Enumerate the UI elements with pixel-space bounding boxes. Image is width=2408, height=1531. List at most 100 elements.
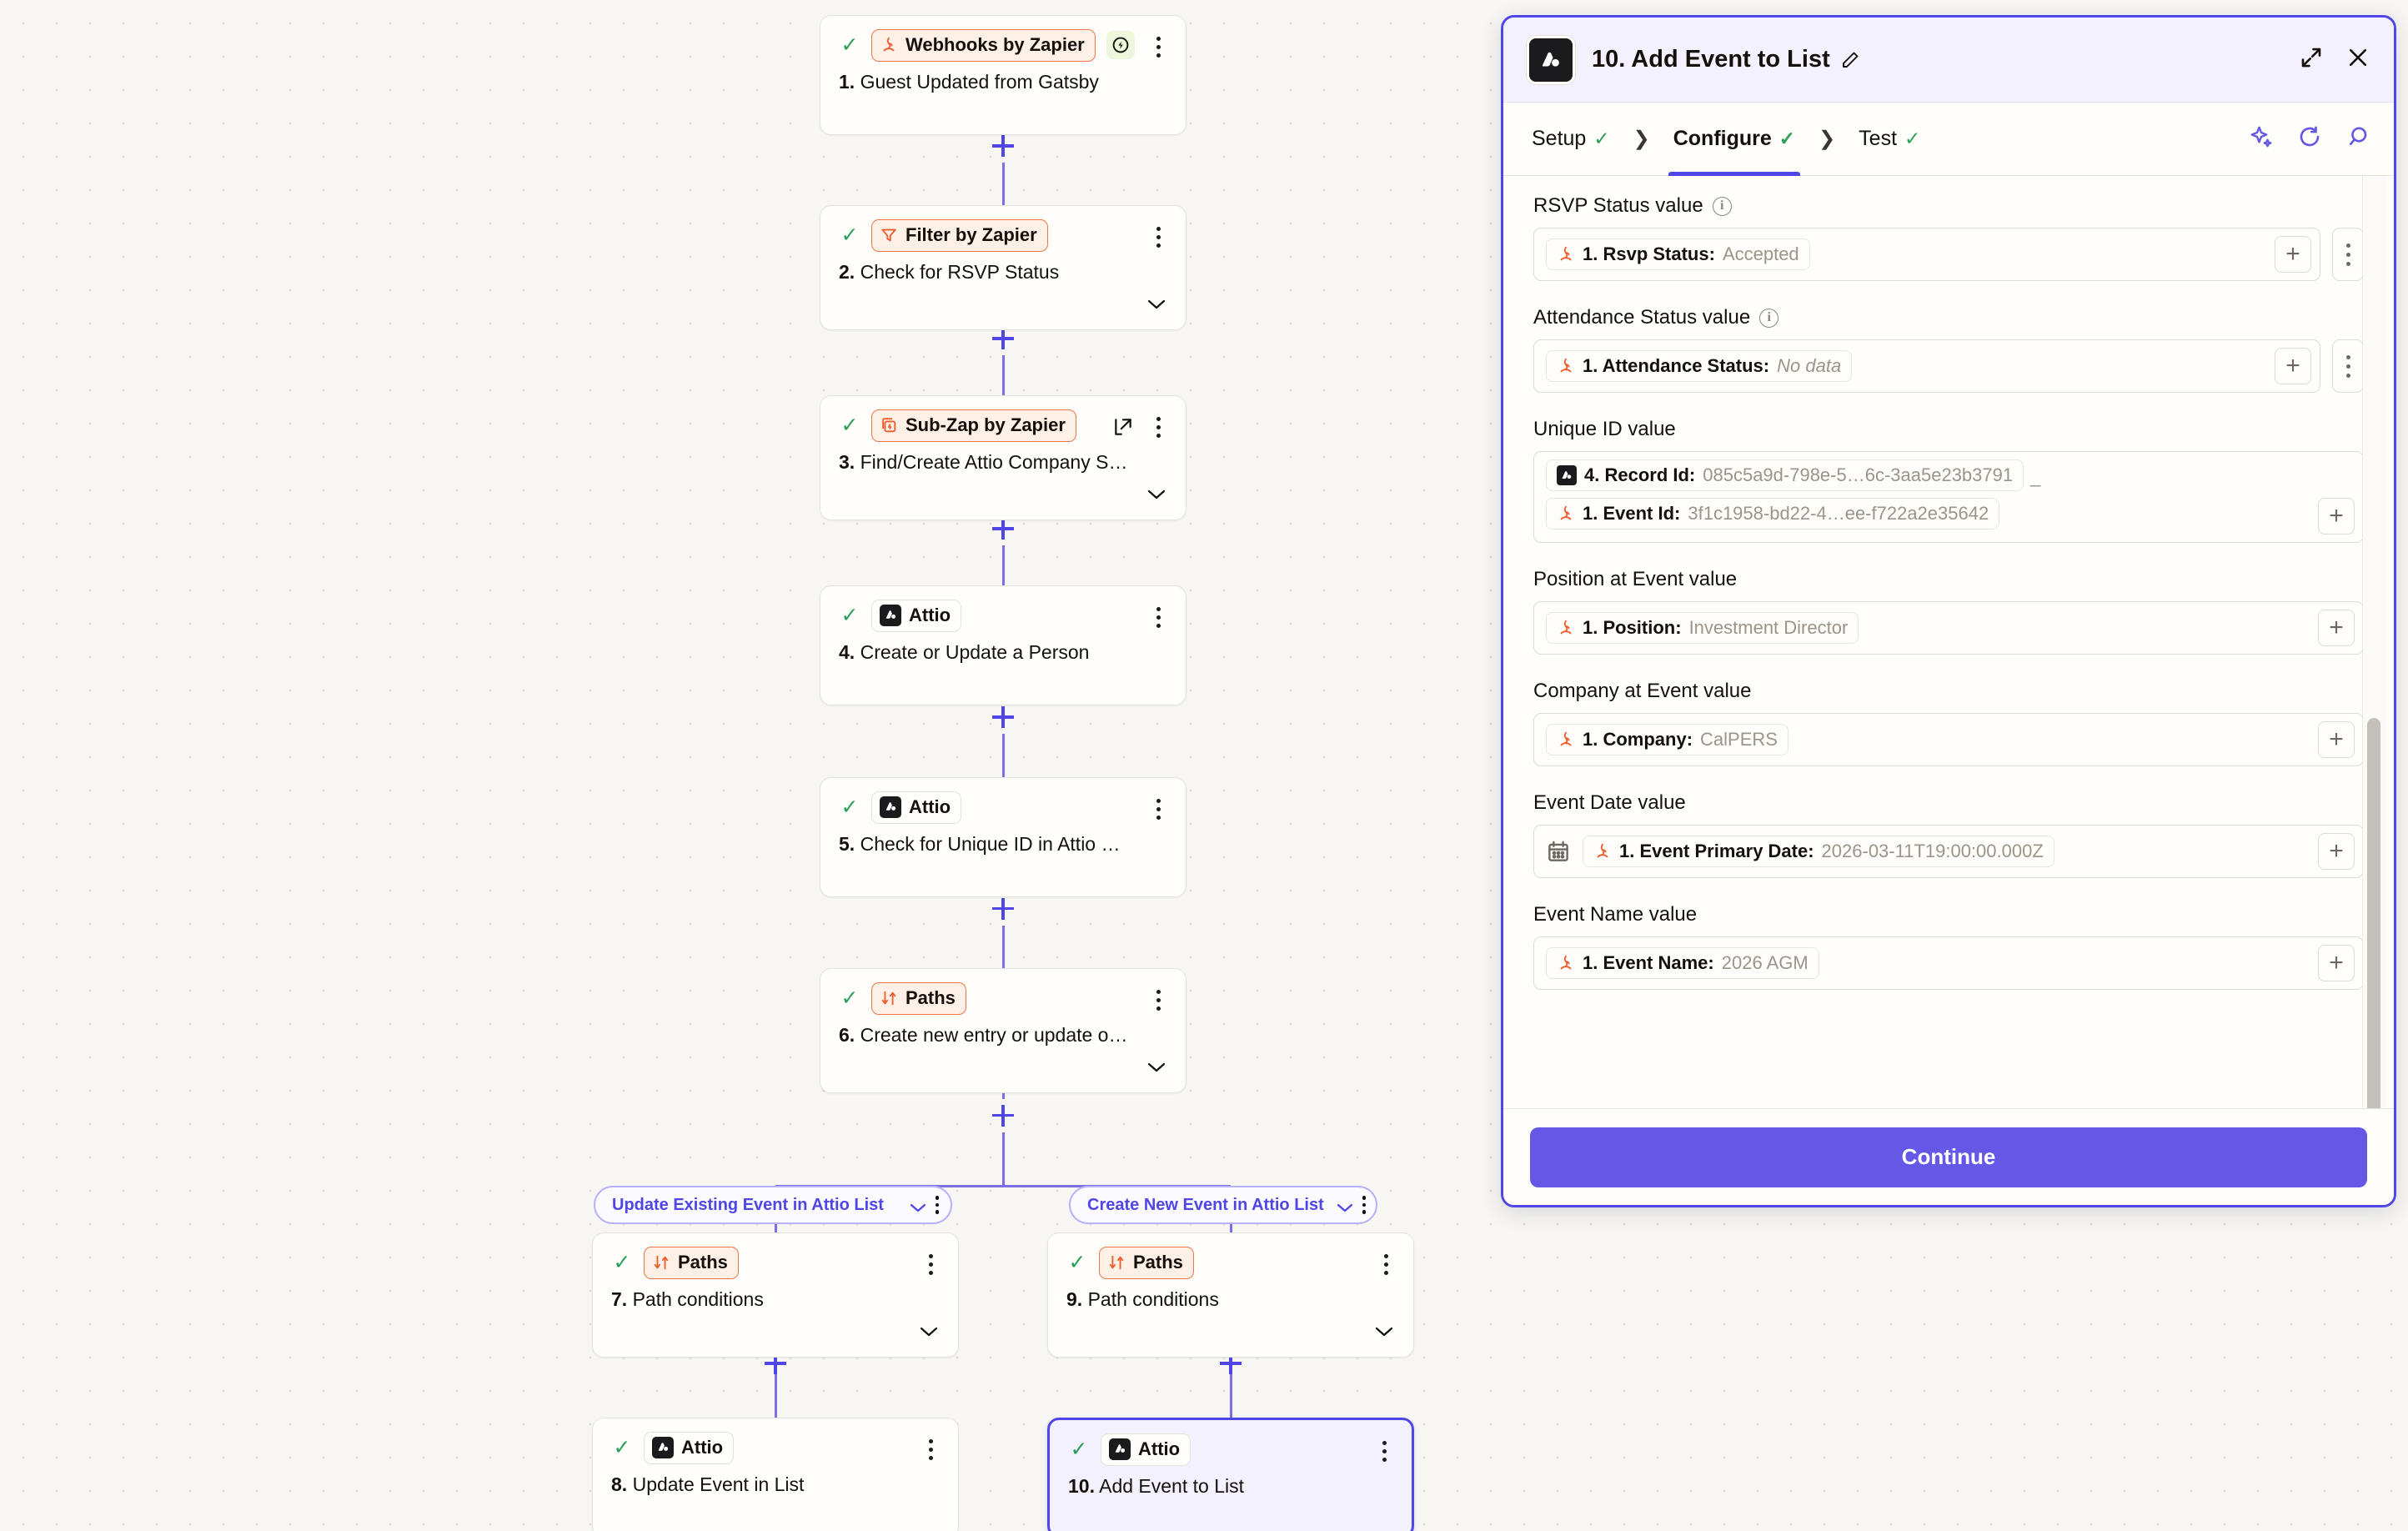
chevron-down-icon[interactable] [909, 1199, 927, 1212]
field-input[interactable]: 1. Rsvp Status:Accepted + [1533, 228, 2320, 281]
add-step-button[interactable] [992, 1104, 1014, 1127]
chevron-down-icon[interactable] [1146, 298, 1167, 311]
path-options-kebab[interactable] [1362, 1196, 1367, 1214]
field-label: Event Date value [1533, 791, 2364, 815]
field-token[interactable]: 4. Record Id: 085c5a9d-798e-5…6c-3aa5e23b… [1546, 459, 2024, 491]
token-joiner: _ [2030, 466, 2041, 487]
add-step-button[interactable] [1220, 1353, 1242, 1374]
node-title: 10. Add Event to List [1068, 1475, 1244, 1497]
field-token[interactable]: 1. Position:Investment Director [1546, 612, 1859, 644]
field-input[interactable]: 1. Attendance Status:No data + [1533, 339, 2320, 393]
node-title: 4. Create or Update a Person [839, 641, 1090, 663]
field-options-kebab[interactable] [2332, 228, 2364, 281]
node-options-kebab[interactable] [1373, 1438, 1395, 1463]
field-token[interactable]: 1. Company:CalPERS [1546, 724, 1788, 755]
field-token[interactable]: 1. Event Id:3f1c1958-bd22-4…ee-f722a2e35… [1546, 498, 2000, 530]
token-value: 085c5a9d-798e-5…6c-3aa5e23b3791 [1703, 464, 2014, 485]
chevron-down-icon[interactable] [1146, 1061, 1167, 1074]
node-options-kebab[interactable] [1147, 987, 1169, 1012]
add-step-button[interactable] [992, 135, 1014, 157]
chevron-down-icon[interactable] [1146, 488, 1167, 501]
node-app-chip[interactable]: Attio [1101, 1433, 1191, 1466]
add-field-value-button[interactable]: + [2275, 348, 2311, 384]
refresh-icon[interactable] [2297, 124, 2322, 153]
node-options-kebab[interactable] [1147, 414, 1169, 439]
node-options-kebab[interactable] [920, 1437, 941, 1462]
close-icon[interactable] [2345, 45, 2370, 74]
node-app-chip[interactable]: Attio [871, 599, 962, 632]
connector-line [1001, 545, 1005, 585]
node-app-chip[interactable]: Paths [1099, 1246, 1194, 1279]
node-options-kebab[interactable] [1147, 34, 1169, 59]
node-options-kebab[interactable] [1375, 1252, 1397, 1277]
ai-sparkle-icon[interactable] [2249, 124, 2274, 153]
node-title: 5. Check for Unique ID in Attio List [839, 833, 1131, 855]
field-input[interactable]: 1. Event Name:2026 AGM + [1533, 936, 2364, 990]
tab-test[interactable]: Test ✓ [1854, 103, 1925, 176]
add-step-button[interactable] [765, 1353, 786, 1374]
add-field-value-button[interactable]: + [2318, 945, 2355, 981]
scrollbar-thumb[interactable] [2367, 718, 2380, 1108]
path-options-kebab[interactable] [935, 1196, 939, 1214]
node-app-chip[interactable]: Paths [871, 981, 966, 1015]
pencil-icon[interactable] [1840, 50, 1860, 70]
tab-configure[interactable]: Configure ✓ [1668, 103, 1801, 176]
field-input[interactable]: 1. Position:Investment Director + [1533, 601, 2364, 655]
info-icon[interactable]: i [1759, 308, 1779, 328]
continue-button[interactable]: Continue [1530, 1127, 2367, 1187]
node-app-chip[interactable]: Filter by Zapier [871, 218, 1048, 252]
path-branch-pill[interactable]: Create New Event in Attio List [1069, 1186, 1377, 1224]
field-token[interactable]: 1. Attendance Status:No data [1546, 350, 1853, 382]
token-name: 4. Record Id: [1584, 464, 1696, 485]
info-icon[interactable]: i [1712, 196, 1732, 216]
node-app-chip[interactable]: Paths [644, 1246, 739, 1279]
path-branch-pill[interactable]: Update Existing Event in Attio List [594, 1186, 952, 1224]
add-field-value-button[interactable]: + [2275, 236, 2311, 273]
field-options-kebab[interactable] [2332, 339, 2364, 393]
add-step-button[interactable] [992, 897, 1014, 920]
add-field-value-button[interactable]: + [2318, 833, 2355, 870]
chevron-down-icon[interactable] [1373, 1325, 1395, 1338]
field-token[interactable]: 1. Rsvp Status:Accepted [1546, 238, 1810, 270]
add-step-button[interactable] [992, 328, 1014, 349]
field-token[interactable]: 1. Event Primary Date:2026-03-11T19:00:0… [1583, 836, 2054, 867]
node-options-kebab[interactable] [1147, 796, 1169, 821]
tab-setup[interactable]: Setup ✓ [1527, 103, 1615, 176]
add-field-value-button[interactable]: + [2318, 610, 2355, 646]
node-app-chip[interactable]: Attio [644, 1431, 735, 1464]
node-app-chip[interactable]: Attio [871, 791, 962, 824]
check-icon: ✓ [840, 986, 859, 1010]
field-input[interactable]: 1. Event Primary Date:2026-03-11T19:00:0… [1533, 825, 2364, 878]
node-options-kebab[interactable] [1147, 605, 1169, 630]
field-input[interactable]: 1. Company:CalPERS + [1533, 713, 2364, 766]
field-token[interactable]: 1. Event Name:2026 AGM [1546, 947, 1819, 979]
add-field-value-button[interactable]: + [2318, 498, 2355, 535]
field-label-text: Attendance Status value [1533, 306, 1751, 329]
chevron-down-icon[interactable] [1336, 1199, 1354, 1212]
open-external-icon[interactable] [1112, 416, 1134, 438]
node-options-kebab[interactable] [920, 1252, 941, 1277]
add-step-button[interactable] [992, 518, 1014, 540]
node-options-kebab[interactable] [1147, 224, 1169, 249]
add-step-button[interactable] [992, 706, 1014, 728]
field-input[interactable]: 4. Record Id: 085c5a9d-798e-5…6c-3aa5e23b… [1533, 451, 2364, 543]
node-app-chip[interactable]: Sub-Zap by Zapier [871, 409, 1076, 442]
add-field-value-button[interactable]: + [2318, 721, 2355, 758]
node-app-chip[interactable]: Webhooks by Zapier [871, 28, 1096, 62]
search-icon[interactable] [2345, 124, 2370, 153]
chevron-down-icon[interactable] [918, 1325, 940, 1338]
expand-icon[interactable] [2299, 45, 2324, 74]
